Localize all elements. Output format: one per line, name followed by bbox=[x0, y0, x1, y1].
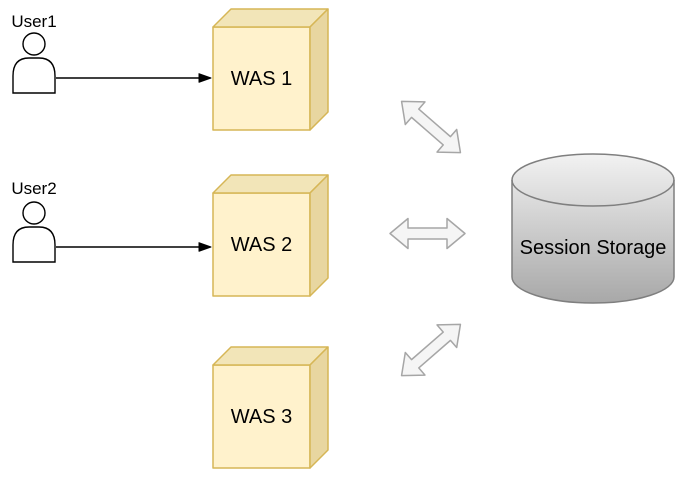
was2-label: WAS 2 bbox=[230, 234, 293, 256]
user2-to-was2-arrow bbox=[56, 242, 212, 252]
was1-label: WAS 1 bbox=[230, 68, 293, 90]
user1-to-was1-arrow bbox=[56, 73, 212, 83]
user1-label: User1 bbox=[11, 12, 57, 31]
session-storage-label: Session Storage bbox=[519, 237, 667, 259]
user1-icon bbox=[12, 32, 56, 94]
was2-cube bbox=[212, 174, 329, 297]
user2-label: User2 bbox=[11, 179, 57, 198]
was3-cube bbox=[212, 346, 329, 469]
was3-storage-double-arrow-icon bbox=[400, 323, 462, 377]
was1-cube bbox=[212, 8, 329, 131]
was3-label: WAS 3 bbox=[230, 406, 293, 428]
was2-storage-double-arrow-icon bbox=[389, 217, 466, 250]
was1-storage-double-arrow-icon bbox=[400, 100, 462, 154]
user2-icon bbox=[12, 201, 56, 263]
session-storage-cylinder bbox=[511, 153, 675, 304]
